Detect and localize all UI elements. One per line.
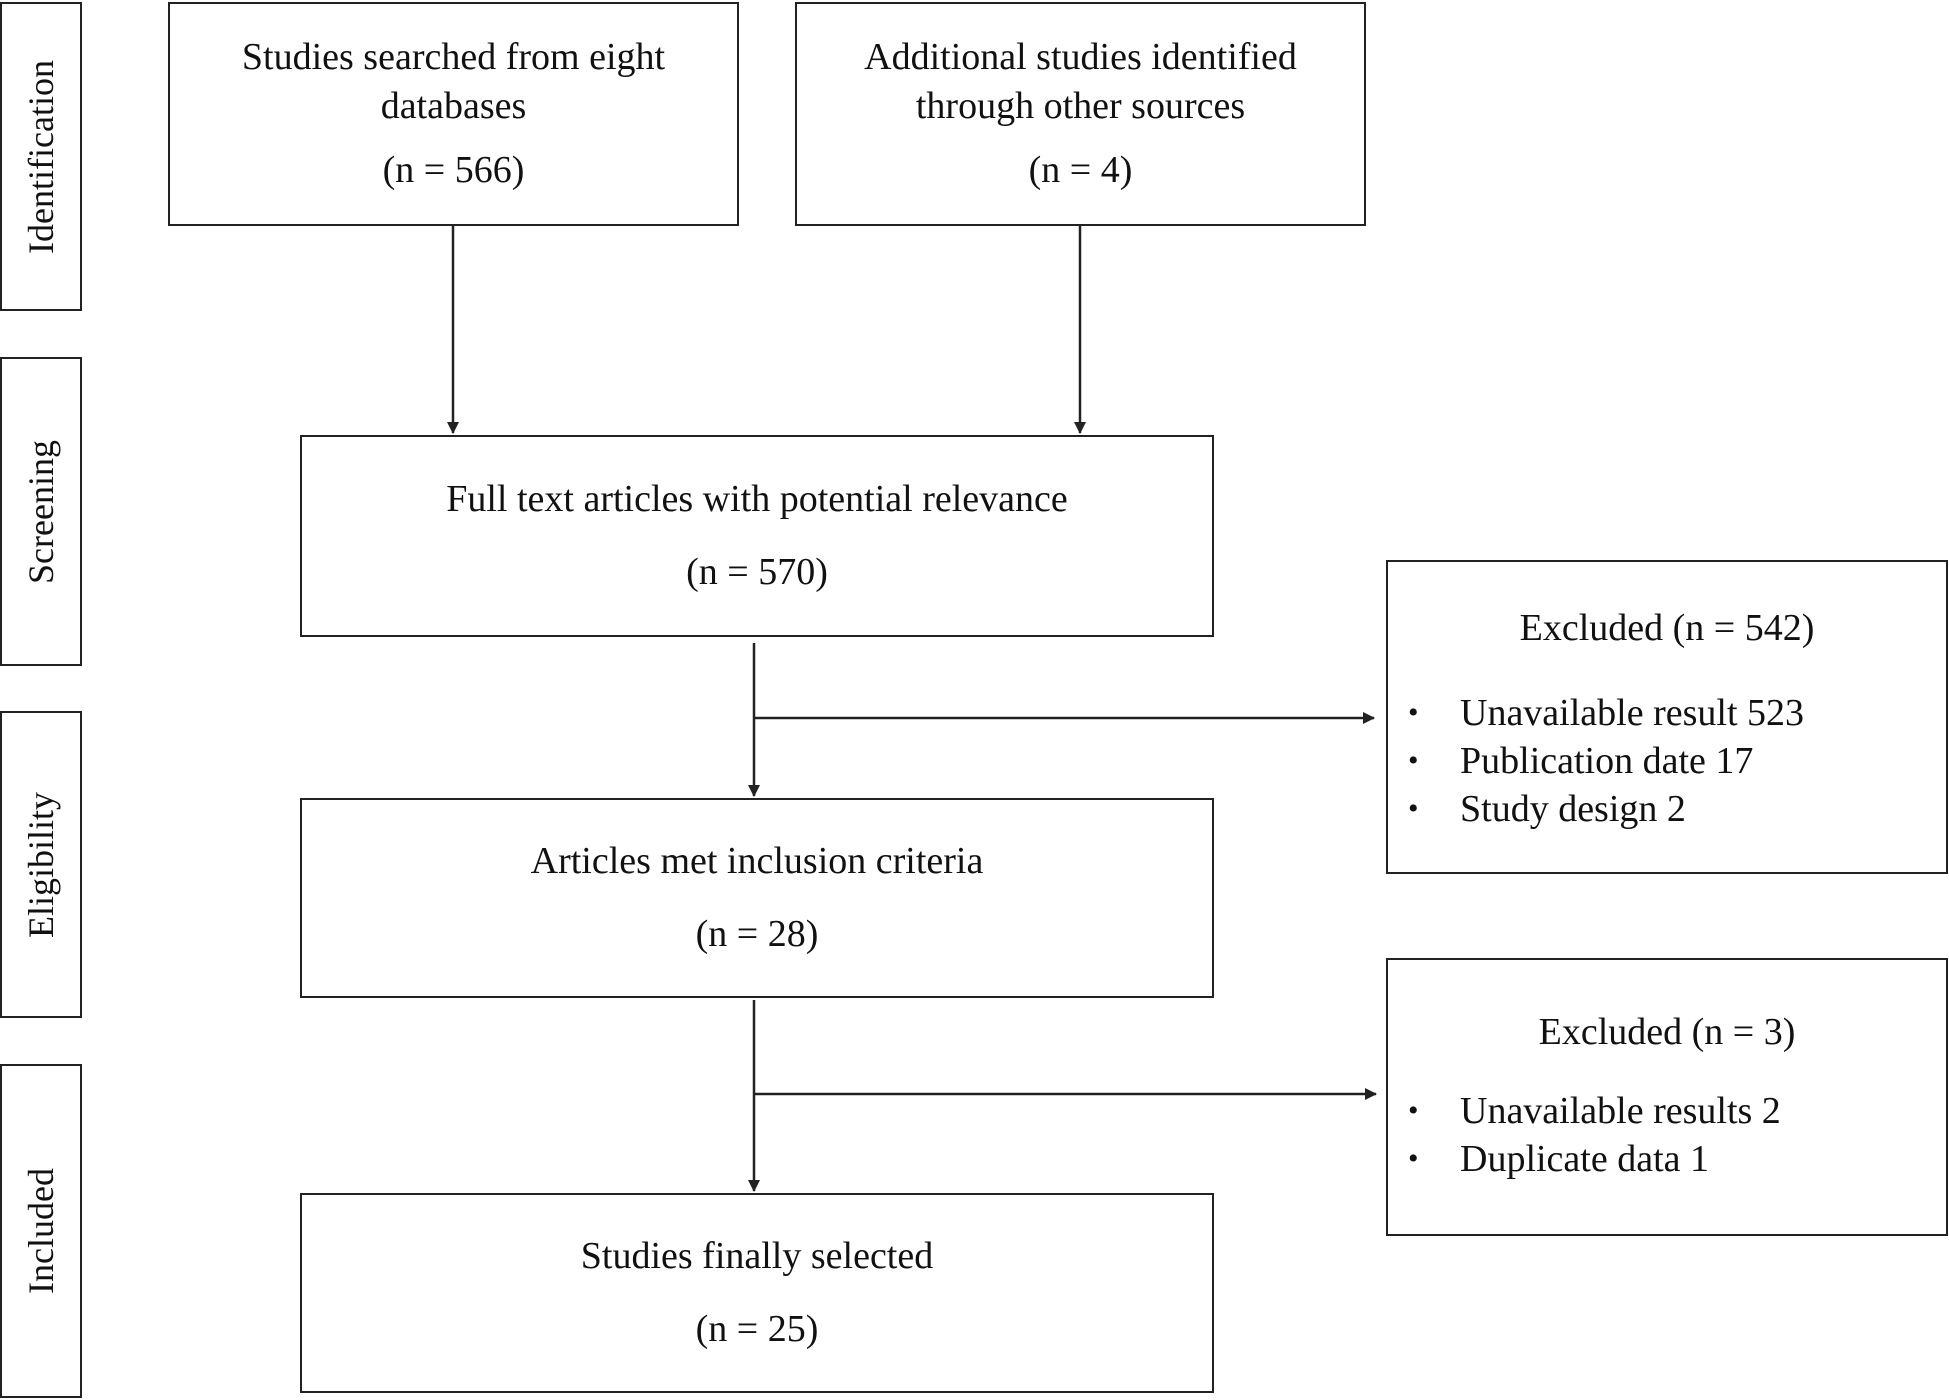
final-title: Studies finally selected <box>580 1234 934 1277</box>
bullet-icon: • <box>1408 1142 1419 1176</box>
inclusion-box: Articles met inclusion criteria (n = 28) <box>300 798 1214 998</box>
list-item: •Publication date 17 <box>1408 737 1946 785</box>
bullet-icon: • <box>1408 792 1419 826</box>
list-item: •Duplicate data 1 <box>1408 1135 1946 1183</box>
other-sources-box: Additional studies identified through ot… <box>795 2 1366 226</box>
bullet-icon: • <box>1408 1094 1419 1128</box>
list-item: •Study design 2 <box>1408 785 1946 833</box>
databases-box: Studies searched from eight databases (n… <box>168 2 739 226</box>
databases-title: Studies searched from eight databases <box>241 35 666 128</box>
exclusion-box-second: Excluded (n = 3) •Unavailable results 2 … <box>1386 958 1948 1236</box>
exclusion-second-list: •Unavailable results 2 •Duplicate data 1 <box>1388 1087 1946 1183</box>
list-item: •Unavailable result 523 <box>1408 689 1946 737</box>
databases-count: (n = 566) <box>382 148 525 191</box>
final-count: (n = 25) <box>695 1308 819 1350</box>
final-box: Studies finally selected (n = 25) <box>300 1193 1214 1393</box>
inclusion-count: (n = 28) <box>695 913 819 955</box>
stage-screening: Screening <box>0 357 82 666</box>
exclusion-first-title: Excluded (n = 542) <box>1519 607 1815 649</box>
other-sources-count: (n = 4) <box>1028 148 1133 191</box>
full-text-count: (n = 570) <box>686 551 828 593</box>
list-item: •Unavailable results 2 <box>1408 1087 1946 1135</box>
stage-identification: Identification <box>0 2 82 311</box>
exclusion-box-first: Excluded (n = 542) •Unavailable result 5… <box>1386 560 1948 874</box>
other-sources-title: Additional studies identified through ot… <box>864 35 1297 128</box>
full-text-box: Full text articles with potential releva… <box>300 435 1214 637</box>
bullet-icon: • <box>1408 744 1419 778</box>
exclusion-first-list: •Unavailable result 523 •Publication dat… <box>1388 689 1946 833</box>
stage-eligibility: Eligibility <box>0 711 82 1018</box>
inclusion-title: Articles met inclusion criteria <box>530 839 984 882</box>
full-text-title: Full text articles with potential releva… <box>446 477 1068 520</box>
bullet-icon: • <box>1408 696 1419 730</box>
exclusion-second-title: Excluded (n = 3) <box>1538 1011 1796 1053</box>
stage-included: Included <box>0 1064 82 1398</box>
